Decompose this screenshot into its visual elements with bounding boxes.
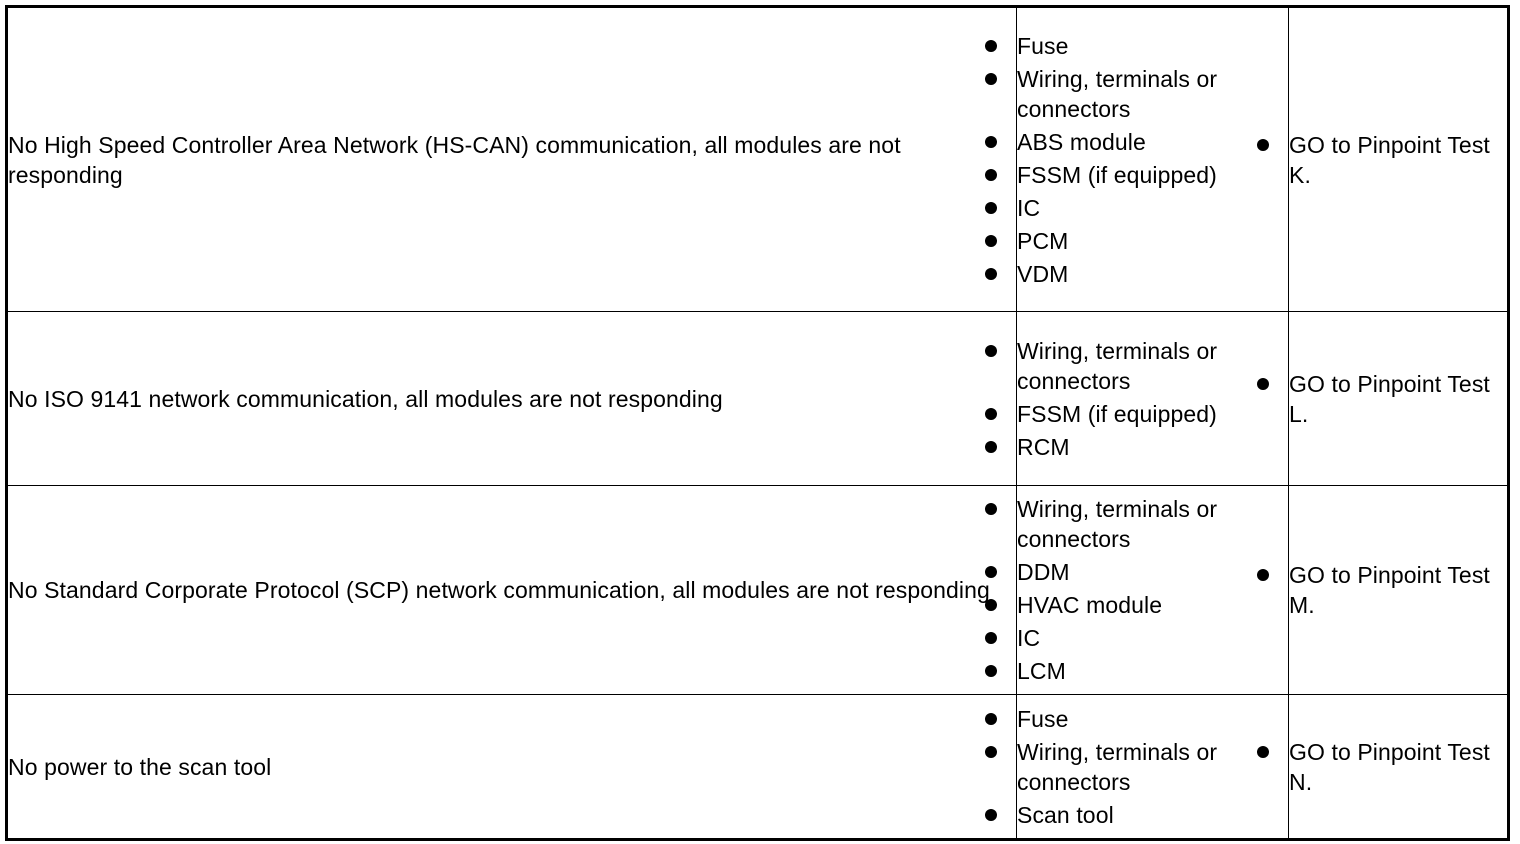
cause-item: RCM xyxy=(985,432,1288,462)
symptom-text: No High Speed Controller Area Network (H… xyxy=(8,130,1016,190)
cause-item: Wiring, terminals or connectors xyxy=(985,737,1288,797)
action-cell: GO to Pinpoint Test N. xyxy=(1257,694,1509,840)
cause-item: LCM xyxy=(985,656,1288,686)
table-row: No Standard Corporate Protocol (SCP) net… xyxy=(6,485,1509,695)
cause-item: DDM xyxy=(985,557,1288,587)
cause-item: Scan tool xyxy=(985,800,1288,830)
symptom-text: No power to the scan tool xyxy=(8,752,1016,782)
symptom-cell: No power to the scan tool xyxy=(6,694,1017,840)
table-row: No High Speed Controller Area Network (H… xyxy=(6,6,1509,312)
cause-item: FSSM (if equipped) xyxy=(985,160,1288,190)
possible-causes-cell: Wiring, terminals or connectors FSSM (if… xyxy=(985,311,1289,486)
action-text: GO to Pinpoint Test L. xyxy=(1257,369,1507,429)
cause-item: Wiring, terminals or connectors xyxy=(985,64,1288,124)
cause-item: ABS module xyxy=(985,127,1288,157)
symptom-cell: No Standard Corporate Protocol (SCP) net… xyxy=(6,485,1017,695)
cause-item: FSSM (if equipped) xyxy=(985,399,1288,429)
symptom-text: No Standard Corporate Protocol (SCP) net… xyxy=(8,575,1016,605)
possible-causes-cell: Fuse Wiring, terminals or connectors Sca… xyxy=(985,694,1289,840)
action-cell: GO to Pinpoint Test L. xyxy=(1257,311,1509,486)
cause-item: HVAC module xyxy=(985,590,1288,620)
cause-item: Fuse xyxy=(985,704,1288,734)
cause-item: IC xyxy=(985,193,1288,223)
table-row: No ISO 9141 network communication, all m… xyxy=(6,311,1509,486)
symptom-cell: No High Speed Controller Area Network (H… xyxy=(6,6,1017,312)
action-cell: GO to Pinpoint Test K. xyxy=(1257,6,1509,312)
symptom-chart-table: No High Speed Controller Area Network (H… xyxy=(5,5,1510,841)
cause-item: Fuse xyxy=(985,31,1288,61)
action-text: GO to Pinpoint Test N. xyxy=(1257,737,1507,797)
symptom-cell: No ISO 9141 network communication, all m… xyxy=(6,311,1017,486)
cause-item: PCM xyxy=(985,226,1288,256)
symptom-text: No ISO 9141 network communication, all m… xyxy=(8,384,1016,414)
action-text: GO to Pinpoint Test K. xyxy=(1257,130,1507,190)
cause-item: Wiring, terminals or connectors xyxy=(985,336,1288,396)
cause-item: Wiring, terminals or connectors xyxy=(985,494,1288,554)
possible-causes-cell: Fuse Wiring, terminals or connectors ABS… xyxy=(985,6,1289,312)
cause-item: VDM xyxy=(985,259,1288,289)
cause-item: IC xyxy=(985,623,1288,653)
possible-causes-cell: Wiring, terminals or connectors DDM HVAC… xyxy=(985,485,1289,695)
action-text: GO to Pinpoint Test M. xyxy=(1257,560,1507,620)
action-cell: GO to Pinpoint Test M. xyxy=(1257,485,1509,695)
table-row: No power to the scan tool Fuse Wiring, t… xyxy=(6,694,1509,840)
